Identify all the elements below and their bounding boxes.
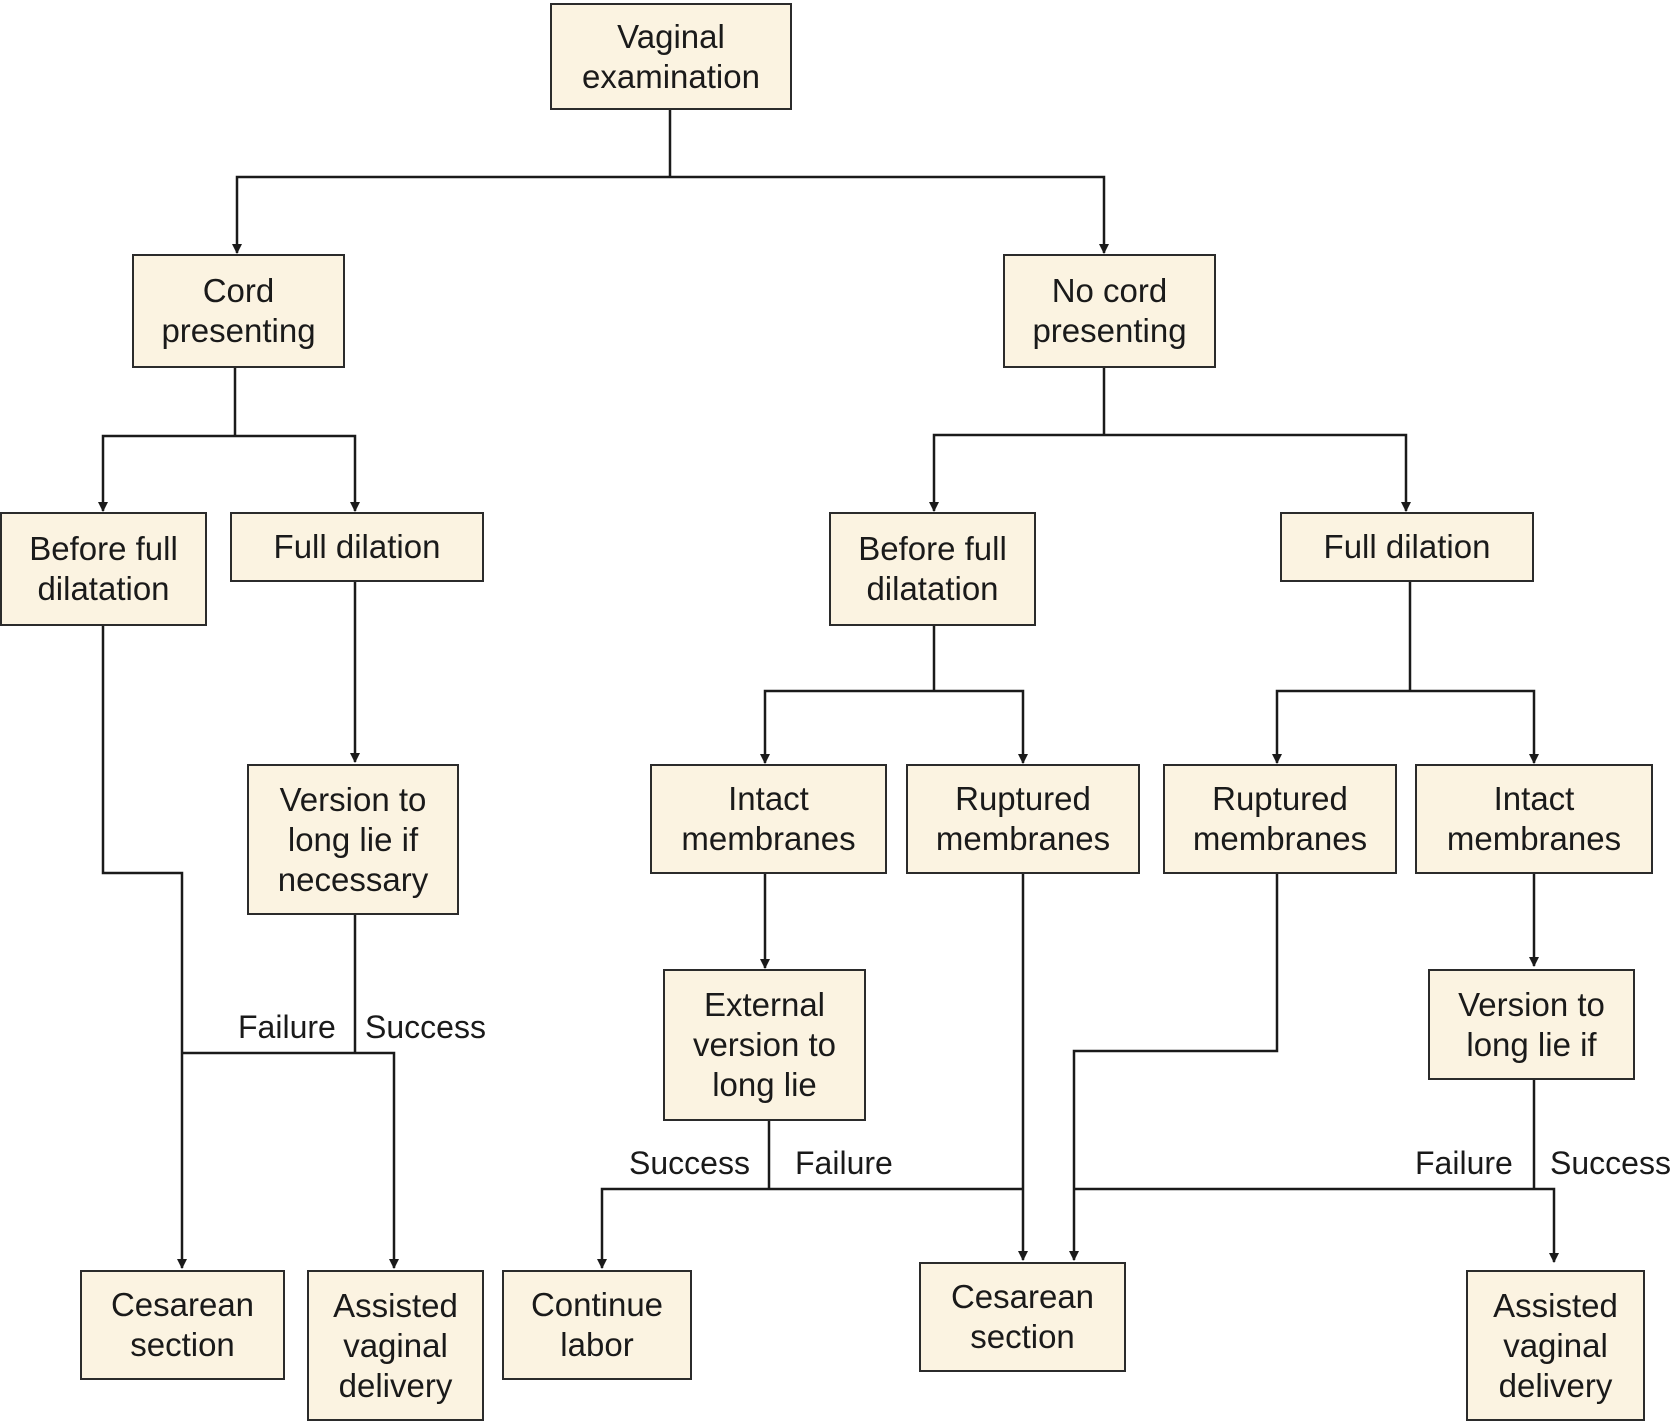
node-left-cesarean-section: Cesarean section xyxy=(80,1270,285,1380)
node-no-cord-presenting: No cord presenting xyxy=(1003,254,1216,368)
connector-rbefore-to-intact xyxy=(760,689,934,764)
node-ruptured-membranes-2: Ruptured membranes xyxy=(1163,764,1397,874)
node-right-assisted-vaginal-delivery: Assisted vaginal delivery xyxy=(1466,1270,1645,1421)
connector-rfull-to-intact xyxy=(1410,689,1539,764)
connector-rversion-success xyxy=(1534,1187,1559,1263)
connector-cord-to-full xyxy=(235,434,360,512)
node-external-version-to-long-lie: External version to long lie xyxy=(663,969,866,1121)
node-cord-presenting: Cord presenting xyxy=(132,254,345,368)
node-center-cesarean-section: Cesarean section xyxy=(919,1262,1126,1372)
node-left-assisted-vaginal-delivery: Assisted vaginal delivery xyxy=(307,1270,484,1421)
connector-nocord-to-full xyxy=(1104,433,1411,512)
node-right-version-to-long-lie: Version to long lie if xyxy=(1428,969,1635,1080)
node-left-version-to-long-lie: Version to long lie if necessary xyxy=(247,764,459,915)
node-right-full-dilation: Full dilation xyxy=(1280,512,1534,582)
edge-label-right-success: Success xyxy=(1550,1145,1671,1181)
edge-label-external-failure: Failure xyxy=(795,1145,893,1181)
connector-cord-to-before xyxy=(98,434,235,512)
connector-before-to-cesarean xyxy=(101,626,187,1269)
connector-ruptured2-to-cesarean xyxy=(1069,874,1279,1261)
connector-exam-to-nocord xyxy=(670,175,1109,254)
edge-label-left-failure: Failure xyxy=(238,1009,336,1045)
edge-label-right-failure: Failure xyxy=(1415,1145,1513,1181)
connector-exam-to-cord xyxy=(232,175,670,254)
node-intact-membranes-2: Intact membranes xyxy=(1415,764,1653,874)
connector-external-success xyxy=(597,1187,769,1269)
edge-label-left-success: Success xyxy=(365,1009,486,1045)
node-vaginal-examination: Vaginal examination xyxy=(550,3,792,110)
connector-version-success xyxy=(355,1051,399,1269)
connector-nocord-to-before xyxy=(929,433,1104,512)
node-left-before-full-dilatation: Before full dilatation xyxy=(0,512,207,626)
node-intact-membranes-1: Intact membranes xyxy=(650,764,887,874)
node-ruptured-membranes-1: Ruptured membranes xyxy=(906,764,1140,874)
node-right-before-full-dilatation: Before full dilatation xyxy=(829,512,1036,626)
node-continue-labor: Continue labor xyxy=(502,1270,692,1380)
edge-label-external-success: Success xyxy=(629,1145,750,1181)
connector-rbefore-to-ruptured xyxy=(934,689,1028,764)
node-left-full-dilation: Full dilation xyxy=(230,512,484,582)
connector-rfull-to-ruptured xyxy=(1272,689,1410,764)
